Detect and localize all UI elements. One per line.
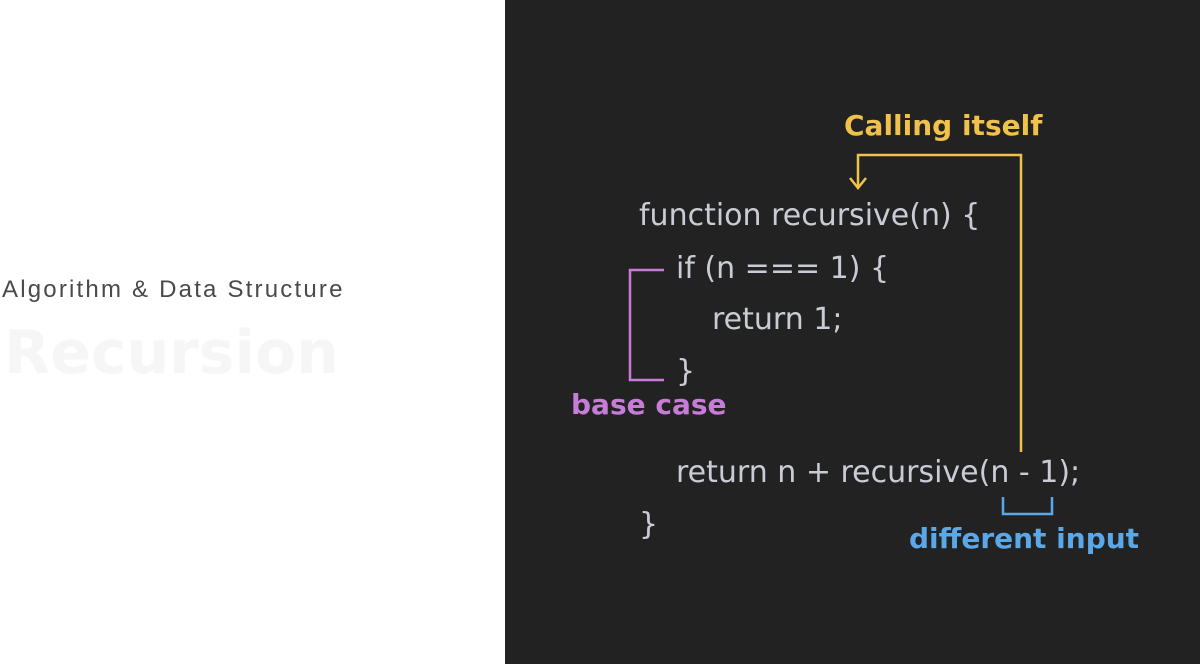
title-panel: Algorithm & Data Structure Recursion — [0, 0, 505, 664]
code-line-function-close: } — [639, 507, 659, 542]
code-line-if-close: } — [676, 354, 696, 389]
eyebrow-title: Algorithm & Data Structure — [2, 276, 345, 303]
code-line-return-recursive: return n + recursive(n - 1); — [676, 455, 1081, 490]
code-diagram-panel: function recursive(n) { if (n === 1) { r… — [505, 0, 1200, 664]
calling-itself-arrowhead — [849, 177, 867, 191]
different-input-bracket — [1001, 497, 1054, 516]
code-line-if-condition: if (n === 1) { — [676, 251, 890, 286]
base-case-bracket — [628, 268, 664, 382]
headline-title: Recursion — [4, 318, 339, 388]
annotation-lines — [628, 153, 1054, 516]
calling-itself-label: Calling itself — [844, 109, 1043, 142]
code-line-function-signature: function recursive(n) { — [639, 198, 981, 233]
base-case-label: base case — [571, 388, 727, 421]
code-line-return-base: return 1; — [712, 302, 843, 337]
different-input-label: different input — [909, 522, 1140, 555]
